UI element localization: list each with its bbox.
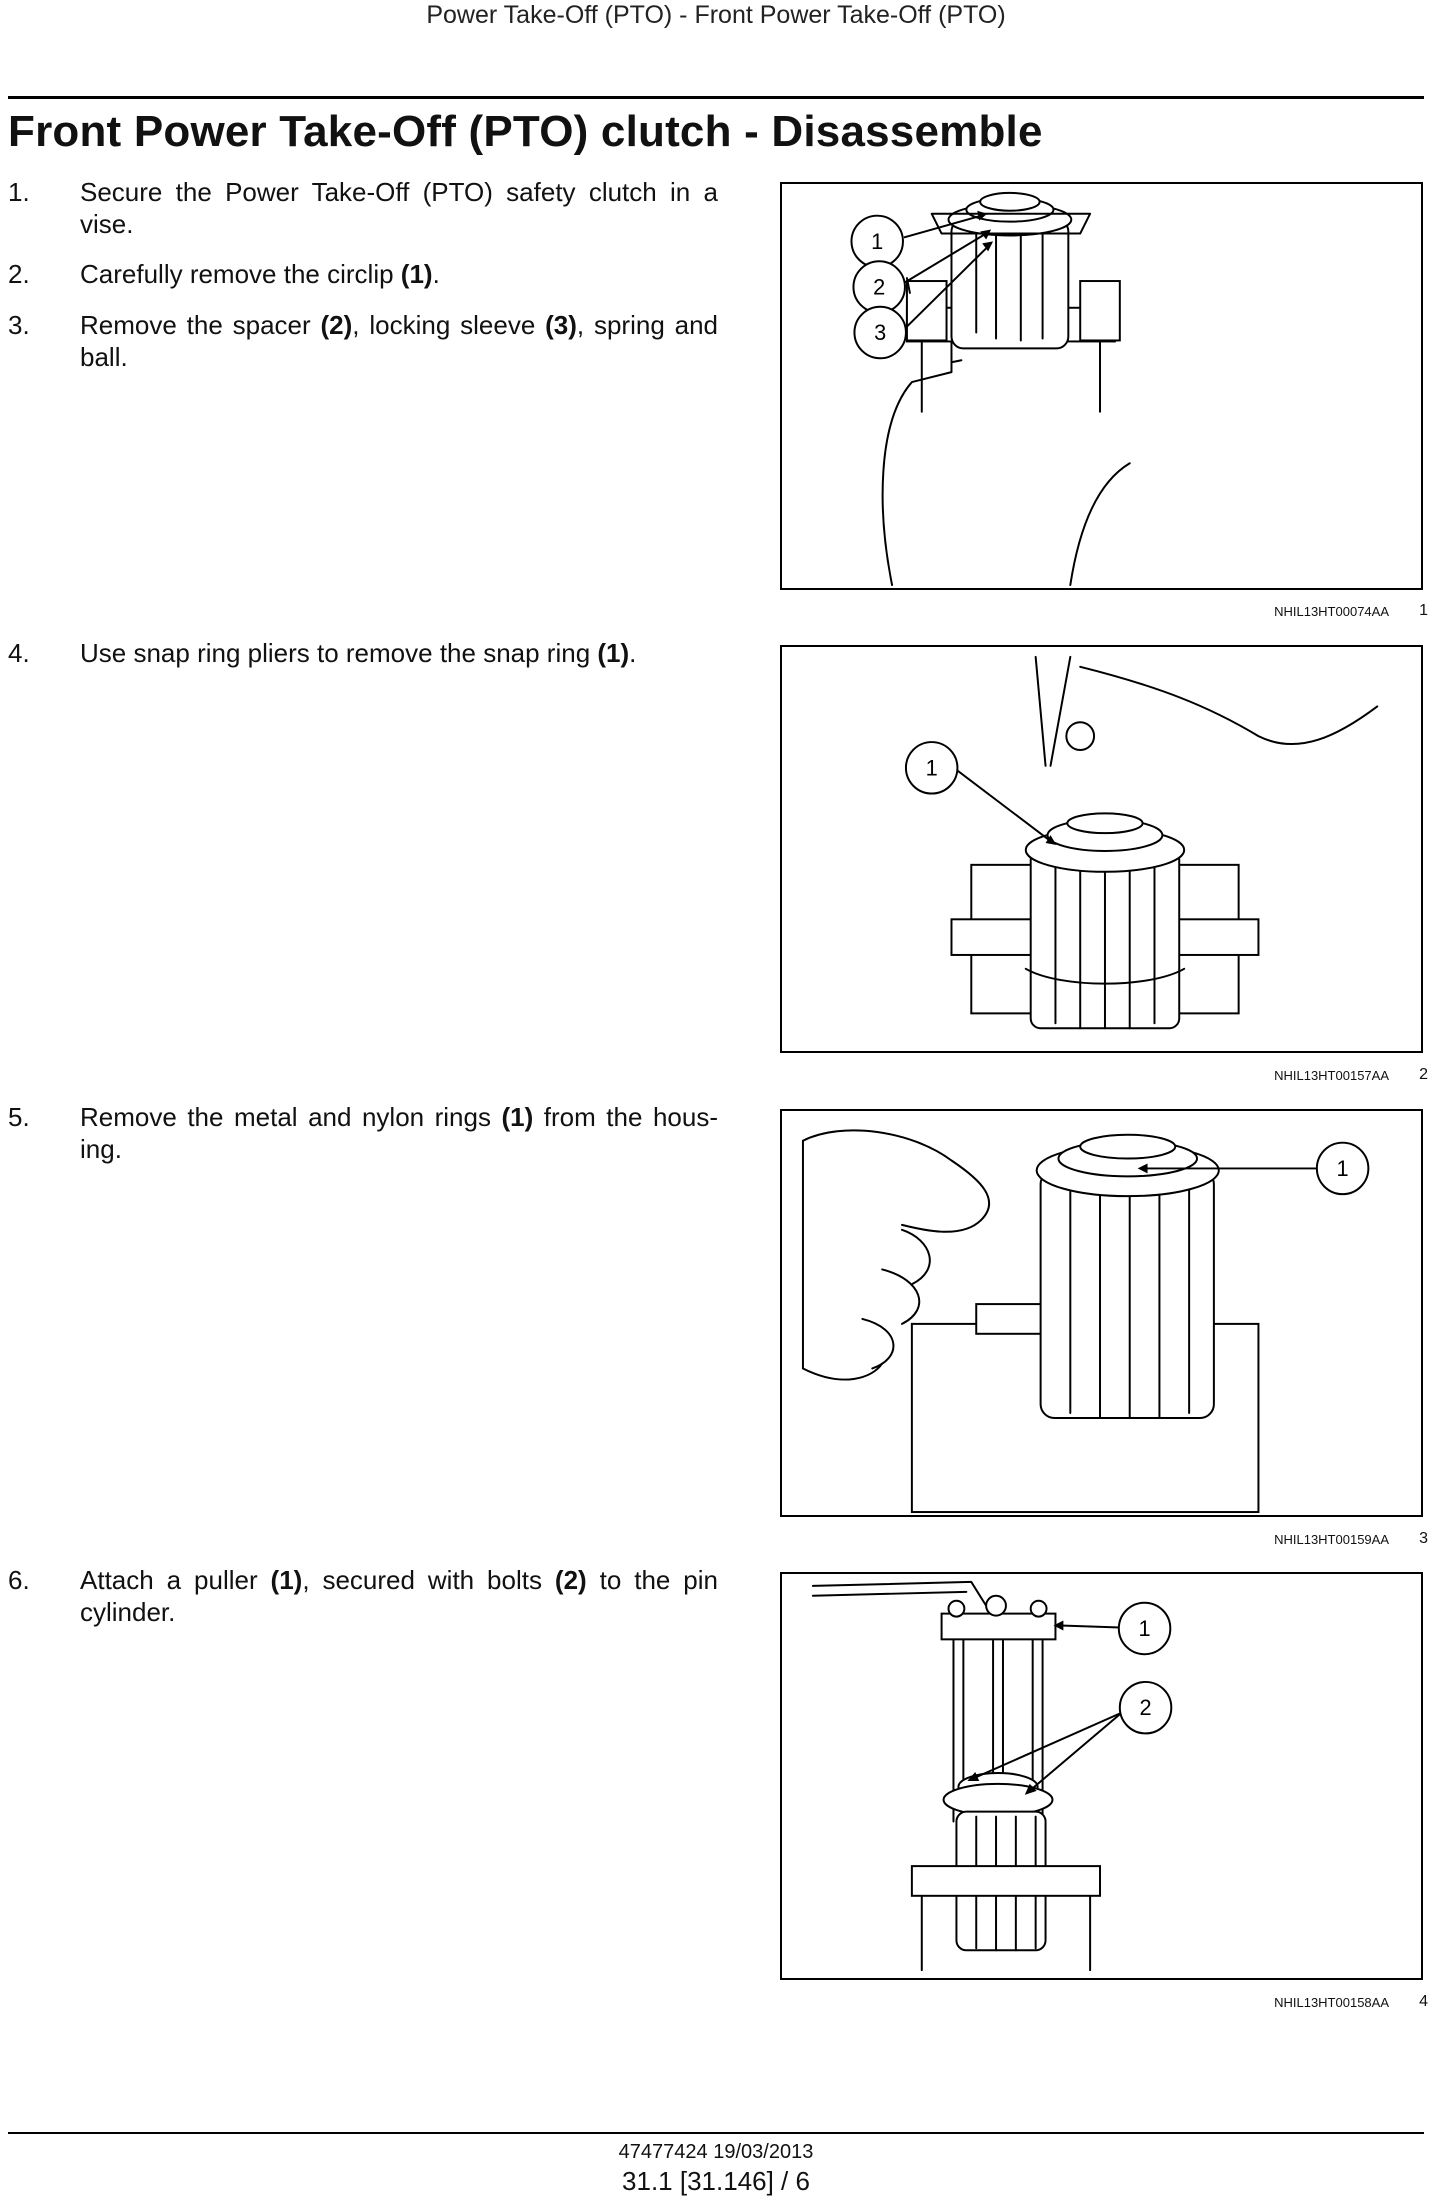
page-reference: 31.1 [31.146] / 6 [622,2166,810,2196]
figure-1-illustration: 1 2 3 [780,182,1423,590]
step-text: Attach a puller (1), secured with bolts … [80,1565,719,1627]
figure-3-illustration: 1 [780,1109,1423,1517]
callout-label: 1 [1139,1616,1151,1641]
step-1: 1. Secure the Power Take-Off (PTO) safet… [8,176,718,240]
reference-number: (3) [545,310,577,340]
step-text: Remove the spacer (2), locking sleeve (3… [80,310,718,372]
reference-number: (1) [270,1565,303,1595]
reference-number: (1) [400,259,433,289]
step-3: 3. Remove the spacer (2), locking sleeve… [8,309,718,373]
callout-label: 3 [874,320,886,345]
step-text: Carefully remove the circlip (1). [80,259,440,289]
callout-label: 1 [1337,1156,1349,1181]
step-number: 6. [8,1565,30,1595]
figure-4-illustration: 1 2 [780,1572,1423,1980]
callout-label: 2 [1140,1695,1152,1720]
callout-1: 1 [1137,1141,1370,1196]
callout-label: 2 [873,274,885,299]
callout-3: 3 [853,241,994,360]
step-number: 3. [8,310,30,340]
figure-number: 4 [1419,1993,1428,2010]
figure-code: NHIL13HT00157AA [1274,1068,1389,1083]
figure-number: 2 [1419,1066,1428,1083]
step-number: 5. [8,1102,30,1132]
removing-rings-drawing: 1 [801,1129,1370,1514]
figure-code: NHIL13HT00074AA [1274,604,1389,619]
callout-label: 1 [871,229,883,254]
step-number: 1. [8,177,30,207]
step-text: Use snap ring pliers to remove the snap … [80,638,637,668]
reference-number: (1) [501,1102,534,1132]
step-text: Secure the Power Take-Off (PTO) safety c… [80,177,718,239]
reference-number: (1) [597,638,630,668]
callout-1: 1 [1053,1601,1172,1656]
step-2: 2. Carefully remove the circlip (1). [8,258,718,290]
reference-number: (2) [554,1565,587,1595]
running-header: Power Take-Off (PTO) - Front Power Take-… [426,1,1006,29]
step-5: 5. Remove the metal and nylon rings (1) … [8,1101,718,1165]
page-title: Front Power Take-Off (PTO) clutch - Disa… [8,107,1043,156]
footer-rule [8,2132,1424,2134]
clutch-in-vise-drawing: 1 2 3 [850,191,1131,587]
figure-code: NHIL13HT00158AA [1274,1995,1389,2010]
callout-1: 1 [850,210,988,269]
document-reference: 47477424 19/03/2013 [618,2141,814,2163]
figure-2-illustration: 1 [780,645,1423,1053]
figure-number: 1 [1419,602,1428,619]
callout-1: 1 [904,741,1057,846]
step-number: 2. [8,259,30,289]
snap-ring-pliers-drawing: 1 [904,655,1379,1030]
step-text: Remove the metal and nylon rings (1) fro… [80,1102,718,1164]
step-4: 4. Use snap ring pliers to remove the sn… [8,637,718,669]
step-6: 6. Attach a puller (1), secured with bol… [8,1564,718,1628]
figure-number: 3 [1419,1530,1428,1547]
reference-number: (2) [320,310,353,340]
puller-attached-drawing: 1 2 [811,1580,1173,1972]
step-number: 4. [8,638,30,668]
callout-2: 2 [967,1680,1173,1795]
callout-2: 2 [852,229,992,314]
callout-label: 1 [926,755,938,780]
figure-code: NHIL13HT00159AA [1274,1532,1389,1547]
header-rule [8,96,1424,99]
